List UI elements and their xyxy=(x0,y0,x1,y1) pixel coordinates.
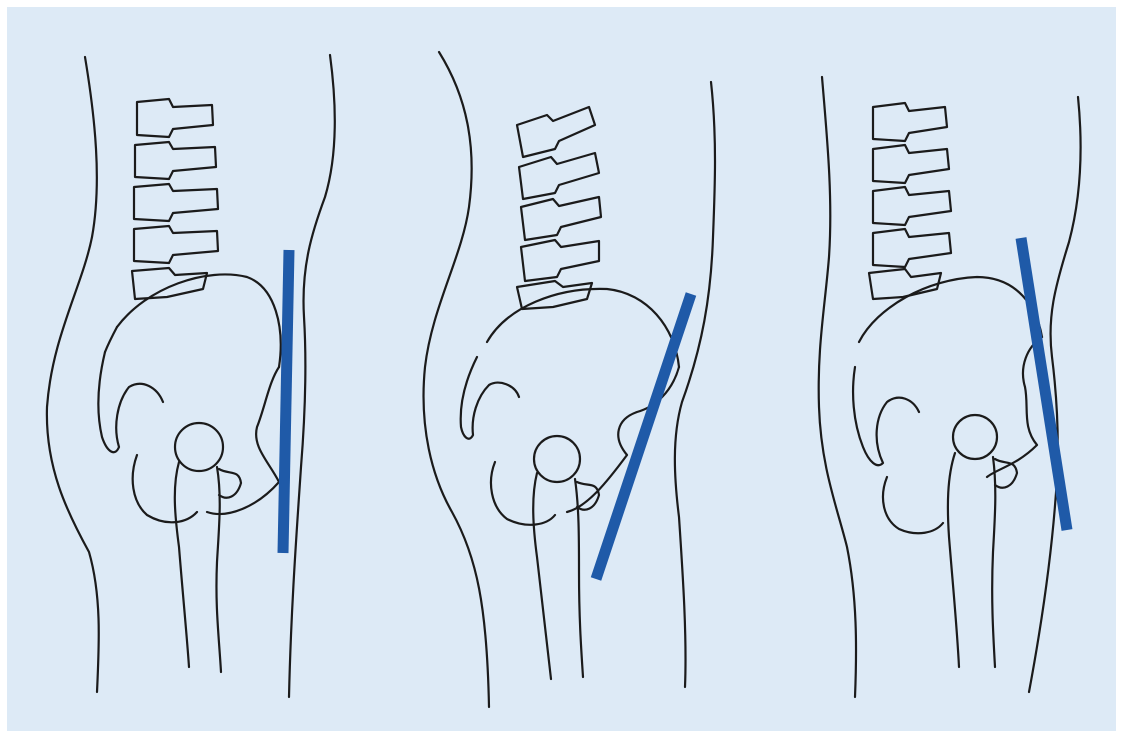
pelvic-tilt-illustration xyxy=(7,7,1116,731)
background-panel xyxy=(7,7,1116,731)
reference-line-vertical xyxy=(283,250,289,553)
